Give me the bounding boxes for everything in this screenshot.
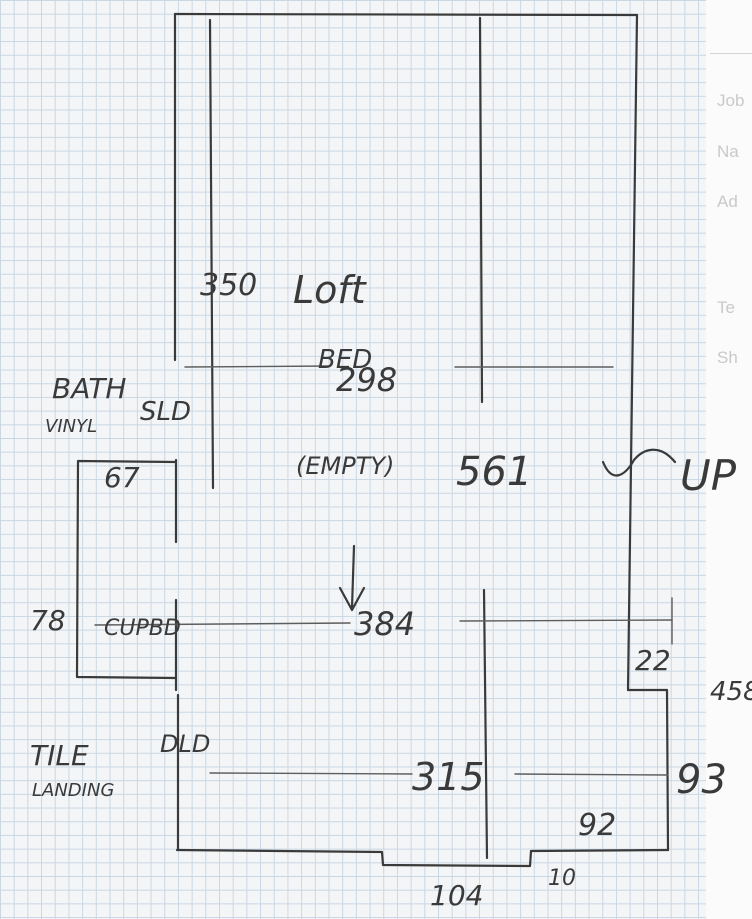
outer-wall-right <box>626 13 639 692</box>
stair-up-squiggle-icon <box>601 448 677 477</box>
dim-10: 10 <box>548 866 576 891</box>
dim-350: 350 <box>200 268 257 303</box>
room-label-tile: TILE <box>30 739 89 772</box>
outer-wall-right-step <box>626 688 670 852</box>
room-label-landing: LANDING <box>32 780 114 801</box>
dim-384: 384 <box>354 605 415 643</box>
form-label-job: Job <box>717 91 745 110</box>
dim-92: 92 <box>578 808 616 843</box>
stair-label-up: UP <box>680 451 737 500</box>
dim-22: 22 <box>635 644 671 677</box>
form-label-address: Ad <box>717 192 738 211</box>
dim-104: 104 <box>430 879 483 912</box>
door-label-bath: SLD <box>140 397 191 427</box>
interior-wall-center-lower <box>482 588 489 860</box>
outer-wall-bottom <box>175 848 670 868</box>
room-label-bed: BED <box>318 345 372 375</box>
door-label-landing: DLD <box>160 730 210 758</box>
room-label-bath: BATH <box>52 372 126 405</box>
dim-298: 298 <box>336 361 397 399</box>
dim-93: 93 <box>676 757 727 803</box>
form-label-sheet: Sh <box>717 348 738 367</box>
room-label-vinyl: VINYL <box>45 416 97 437</box>
form-label-telephone: Te <box>717 298 735 317</box>
dimension-line-315-left <box>209 772 413 775</box>
dimension-line-298-left <box>184 365 331 368</box>
outer-wall-top <box>173 12 639 17</box>
room-label-empty: (EMPTY) <box>296 452 394 480</box>
dim-78: 78 <box>30 604 66 637</box>
down-arrow-icon <box>338 544 366 612</box>
dim-458: 458 <box>710 677 752 707</box>
room-label-cupboard: CUPBD <box>104 616 181 641</box>
dimension-line-315-right <box>514 773 669 776</box>
interior-wall-center <box>478 16 484 404</box>
form-label-name: Na <box>717 142 739 161</box>
cupboard-wall <box>75 459 178 680</box>
room-label-loft: Loft <box>293 268 368 312</box>
job-form-panel <box>706 0 752 919</box>
form-divider <box>710 53 752 54</box>
dim-67: 67 <box>104 461 140 494</box>
dim-315: 315 <box>412 755 485 799</box>
dim-561: 561 <box>456 449 532 495</box>
dimension-line-384-right <box>459 619 673 622</box>
interior-wall-vertical <box>208 18 215 490</box>
dimension-line-384-left <box>94 622 351 626</box>
